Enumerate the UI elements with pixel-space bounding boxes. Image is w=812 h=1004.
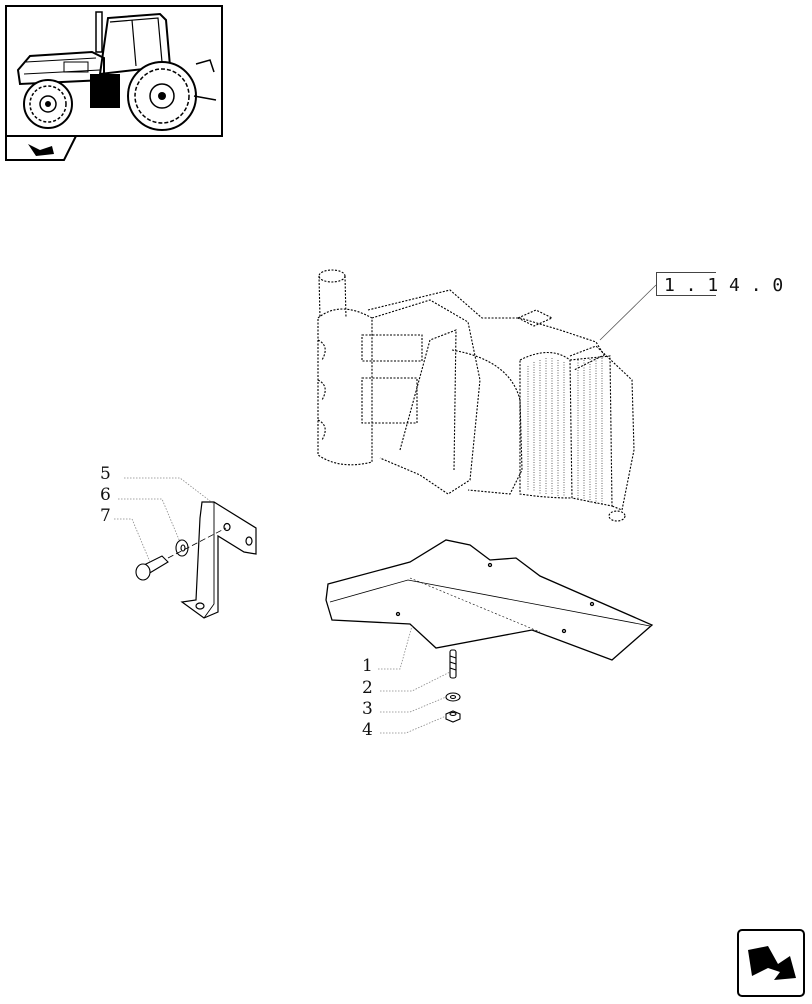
reference-label-box [656,272,716,296]
callout-4: 4 [362,720,373,740]
cover-plate [325,539,654,661]
section-arrow-icon[interactable] [5,135,78,161]
callout-7: 7 [100,506,111,526]
reference-label[interactable]: 1 . 1 4 . 0 [664,275,784,296]
bracket [180,501,257,619]
next-page-arrow-icon[interactable] [737,929,805,997]
callout-1: 1 [362,656,373,676]
radiator-mesh [527,358,603,505]
fuel-tank [317,269,635,522]
callout-6: 6 [100,485,111,505]
bracket-washer [175,539,189,557]
callout-3: 3 [362,699,373,719]
bracket-bolt [135,555,169,581]
reference-leader [599,284,657,341]
callout-leaders [114,477,451,734]
stud [449,649,457,679]
callout-2: 2 [362,678,373,698]
washer [445,692,461,702]
nut [445,710,461,723]
bolt-axis [167,527,227,559]
callout-5: 5 [100,464,111,484]
tractor-thumbnail-icon[interactable] [5,5,223,137]
